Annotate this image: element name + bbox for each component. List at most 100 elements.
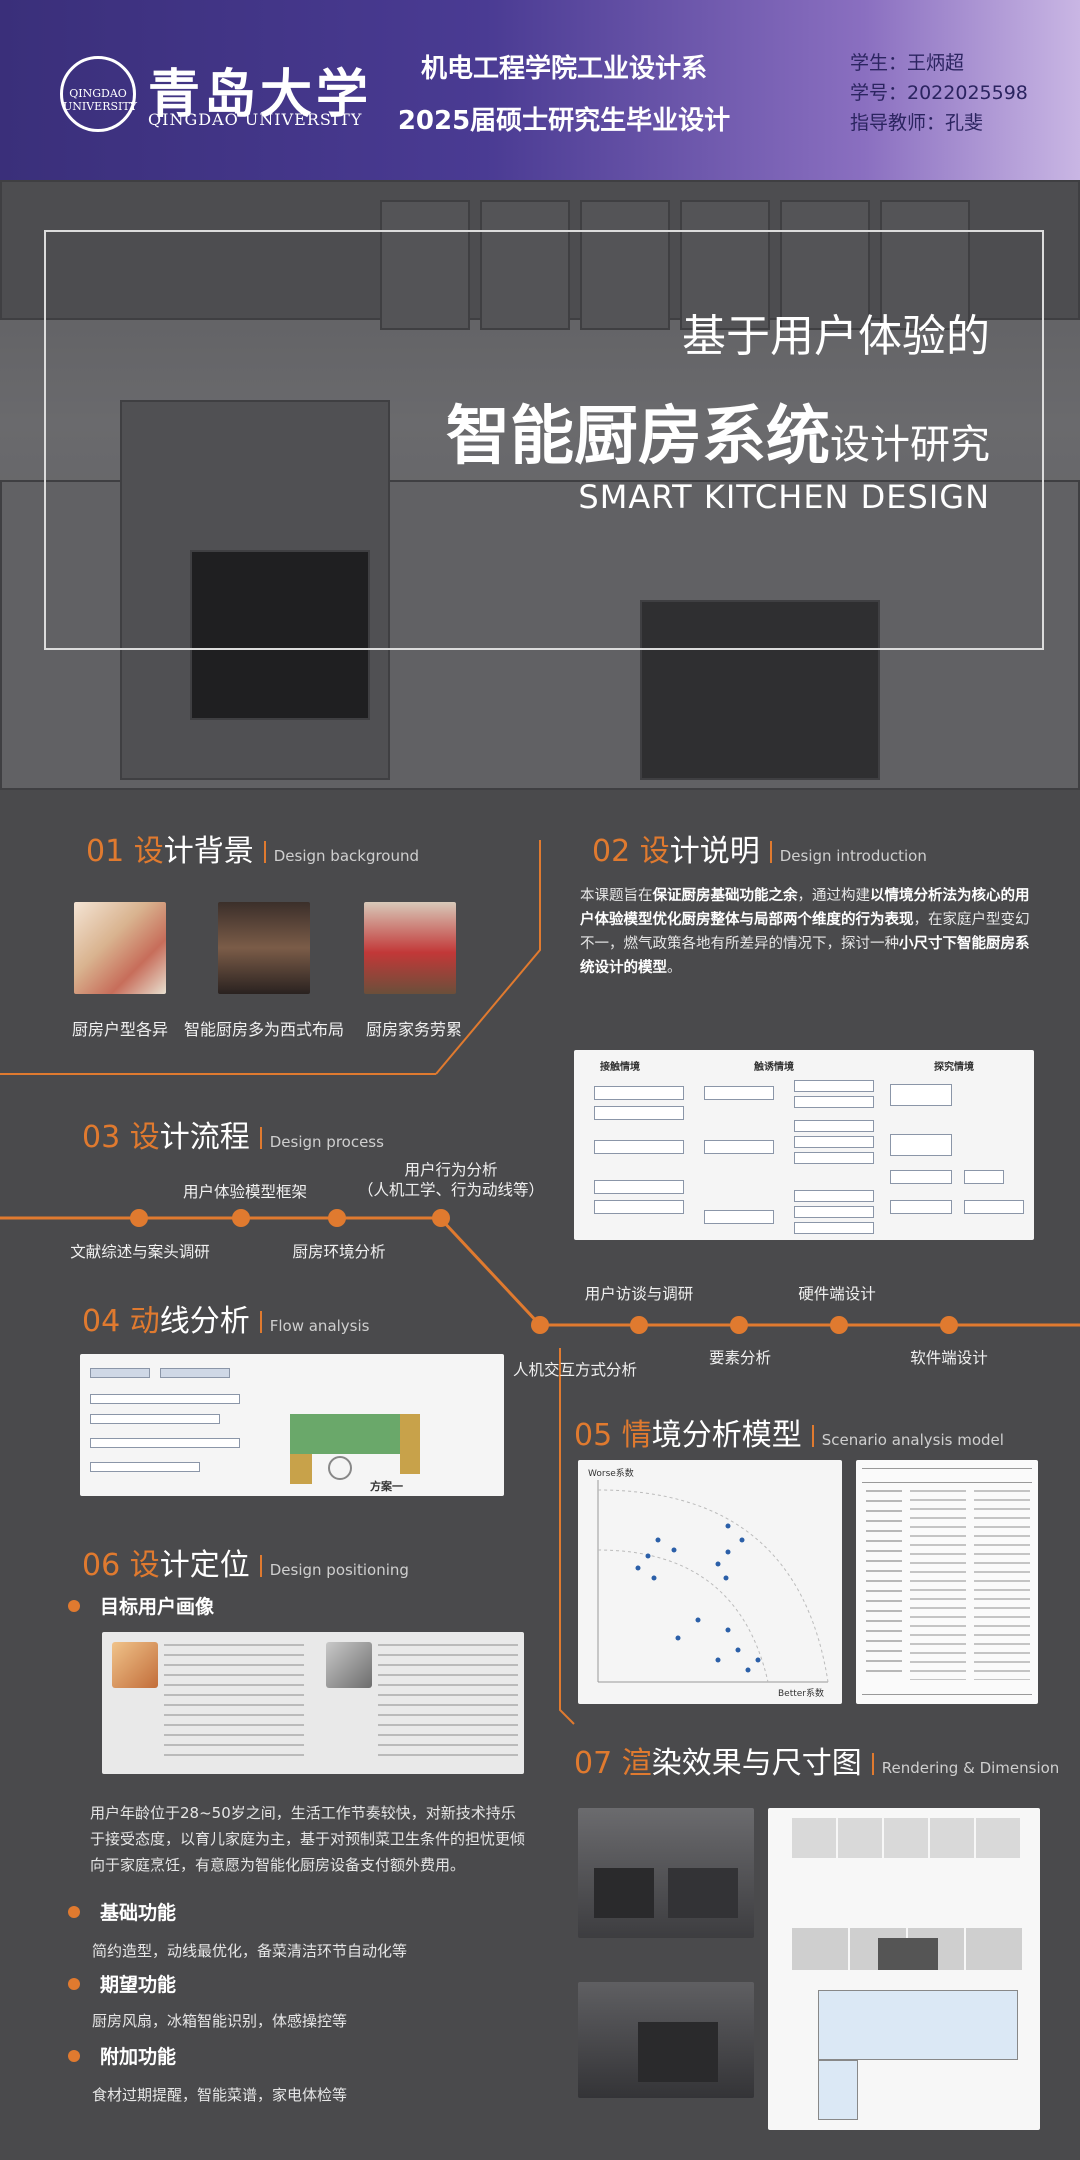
university-name-cn: 青岛大学 bbox=[148, 64, 373, 125]
process-node-4 bbox=[432, 1209, 450, 1227]
target-user-description: 用户年龄位于28~50岁之间，生活工作节奏较快，对新技术持乐于接受态度，以育儿家… bbox=[90, 1804, 526, 1874]
process-label-5: 人机交互方式分析 bbox=[512, 1361, 637, 1379]
caption-floorplan: 厨房户型各异 bbox=[71, 1020, 168, 1039]
process-node-3 bbox=[328, 1209, 346, 1227]
bullet-dot bbox=[68, 1600, 80, 1612]
design-intro-paragraph: 本课题旨在保证厨房基础功能之余，通过构建以情境分析法为核心的用户体验模型优化厨房… bbox=[580, 884, 1040, 980]
floorplan-thumbnail bbox=[74, 902, 166, 994]
kano-scatter-plot: Worse系数 Better系数 bbox=[578, 1460, 842, 1704]
section-en: Rendering & Dimension bbox=[881, 1759, 1060, 1777]
student-id: 学号：2022025598 bbox=[850, 82, 1028, 104]
render-image-1 bbox=[578, 1808, 754, 1938]
section-06-title: 06 设计定位 Design positioning bbox=[82, 1540, 409, 1584]
intro-text-2: ，通过构建 bbox=[797, 888, 871, 904]
advisor-name: 指导教师：孔斐 bbox=[850, 112, 984, 134]
student-name: 学生：王炳超 bbox=[850, 52, 965, 74]
basic-function-text: 简约造型，动线最优化，备菜清洁环节自动化等 bbox=[92, 1942, 408, 1960]
scenario-table bbox=[856, 1460, 1038, 1704]
flow-label-left: 接触情境 bbox=[600, 1062, 640, 1073]
intro-bold-3: 小尺寸下智能厨房系统设计的模型 bbox=[580, 936, 1030, 976]
section-rest: 计说明 bbox=[669, 834, 760, 869]
flow-plan-label: 方案一 bbox=[370, 1480, 403, 1493]
scatter-top-label: Worse系数 bbox=[588, 1469, 634, 1479]
basic-function-title: 基础功能 bbox=[100, 1902, 177, 1924]
section-char: 动 bbox=[129, 1304, 160, 1339]
process-label-3: 厨房环境分析 bbox=[292, 1243, 386, 1261]
section-05-title: 05 情境分析模型 Scenario analysis model bbox=[574, 1410, 1004, 1454]
section-rest: 计背景 bbox=[163, 834, 254, 869]
render-image-2 bbox=[578, 1982, 754, 2098]
hero-title-en: SMART KITCHEN DESIGN bbox=[578, 478, 990, 516]
flow-label-right: 探究情境 bbox=[934, 1062, 974, 1073]
intro-bold-1: 保证厨房基础功能之余 bbox=[652, 888, 798, 904]
section-rest: 计流程 bbox=[159, 1120, 250, 1155]
university-logo-icon: QINGDAO UNIVERSITY bbox=[60, 56, 137, 132]
persona-2-avatar bbox=[326, 1642, 372, 1688]
process-node-8 bbox=[830, 1316, 848, 1334]
process-node-6 bbox=[630, 1316, 648, 1334]
hero-title-suffix: 设计研究 bbox=[830, 422, 990, 468]
section-en: Design positioning bbox=[269, 1561, 409, 1579]
header-banner: QINGDAO UNIVERSITY 青岛大学 QINGDAO UNIVERSI… bbox=[0, 0, 1080, 180]
dimension-drawing-top bbox=[768, 1970, 1040, 2130]
graduation-title: 2025届硕士研究生毕业设计 bbox=[397, 106, 731, 136]
section-num: 06 bbox=[82, 1548, 121, 1583]
section-num: 01 bbox=[86, 834, 125, 869]
hero-frame bbox=[44, 230, 1044, 650]
bullet-dot bbox=[68, 2050, 80, 2062]
scatter-bottom-label: Better系数 bbox=[778, 1689, 825, 1699]
process-node-7 bbox=[730, 1316, 748, 1334]
process-label-7: 要素分析 bbox=[708, 1349, 771, 1367]
bullet-dot bbox=[68, 1978, 80, 1990]
extra-function-title: 附加功能 bbox=[100, 2046, 177, 2068]
flow-analysis-diagram: 方案一 bbox=[80, 1354, 504, 1496]
section-01-title: 01 设计背景 Design background bbox=[86, 826, 419, 870]
section-en: Design background bbox=[273, 847, 420, 865]
flow-label-mid: 触诱情境 bbox=[754, 1062, 794, 1073]
caption-housework: 厨房家务劳累 bbox=[365, 1020, 462, 1039]
section-char: 设 bbox=[133, 834, 164, 869]
process-label-8: 硬件端设计 bbox=[798, 1285, 876, 1303]
user-persona-cards bbox=[102, 1632, 524, 1774]
process-label-9: 软件端设计 bbox=[910, 1349, 988, 1367]
section-num: 03 bbox=[82, 1120, 121, 1155]
intro-text-4: 。 bbox=[667, 960, 682, 976]
intro-bold-2: 以情境分析法为核心的用户体验模型优化厨房整体与局部两个维度的行为表现 bbox=[580, 888, 1030, 928]
hero-title-line2: 智能厨房系统设计研究 bbox=[400, 385, 990, 477]
persona-1-avatar bbox=[112, 1642, 158, 1688]
section-en: Design process bbox=[269, 1133, 384, 1151]
bullet-dot bbox=[68, 1906, 80, 1918]
expected-function-text: 厨房风扇，冰箱智能识别，体感操控等 bbox=[92, 2012, 348, 2030]
hero-title-line1: 基于用户体验的 bbox=[682, 311, 990, 362]
process-node-1 bbox=[130, 1209, 148, 1227]
western-kitchen-thumbnail bbox=[218, 902, 310, 994]
section-en: Design introduction bbox=[779, 847, 927, 865]
section-char: 情 bbox=[621, 1418, 652, 1453]
extra-function-text: 食材过期提醒，智能菜谱，家电体检等 bbox=[92, 2086, 348, 2104]
section-char: 设 bbox=[129, 1120, 160, 1155]
section-en: Scenario analysis model bbox=[821, 1431, 1004, 1449]
process-node-5 bbox=[531, 1316, 549, 1334]
process-label-2: 用户体验模型框架 bbox=[182, 1183, 307, 1201]
process-label-1: 文献综述与案头调研 bbox=[70, 1243, 210, 1261]
section-num: 05 bbox=[574, 1418, 613, 1453]
intro-text-1: 本课题旨在 bbox=[580, 888, 653, 904]
process-label-4: 用户行为分析 （人机工学、行为动线等） bbox=[357, 1161, 544, 1199]
intro-text-3: ，在家庭户型变幻不一，燃气政策各地有所差异的情况下，探讨一种 bbox=[580, 912, 1030, 952]
section-rest: 境分析模型 bbox=[651, 1418, 802, 1453]
section-num: 07 bbox=[574, 1746, 613, 1781]
expected-function-title: 期望功能 bbox=[100, 1974, 177, 1996]
logo-small-text: QINGDAO UNIVERSITY bbox=[63, 87, 137, 113]
section-num: 02 bbox=[592, 834, 631, 869]
hero-title-main: 智能厨房系统 bbox=[446, 400, 830, 474]
hero-kitchen-render bbox=[0, 180, 1080, 790]
section-03-title: 03 设计流程 Design process bbox=[82, 1112, 384, 1156]
section-rest: 计定位 bbox=[159, 1548, 250, 1583]
section-char: 设 bbox=[129, 1548, 160, 1583]
caption-western: 智能厨房多为西式布局 bbox=[184, 1020, 345, 1039]
department-title: 机电工程学院工业设计系 bbox=[420, 54, 707, 84]
